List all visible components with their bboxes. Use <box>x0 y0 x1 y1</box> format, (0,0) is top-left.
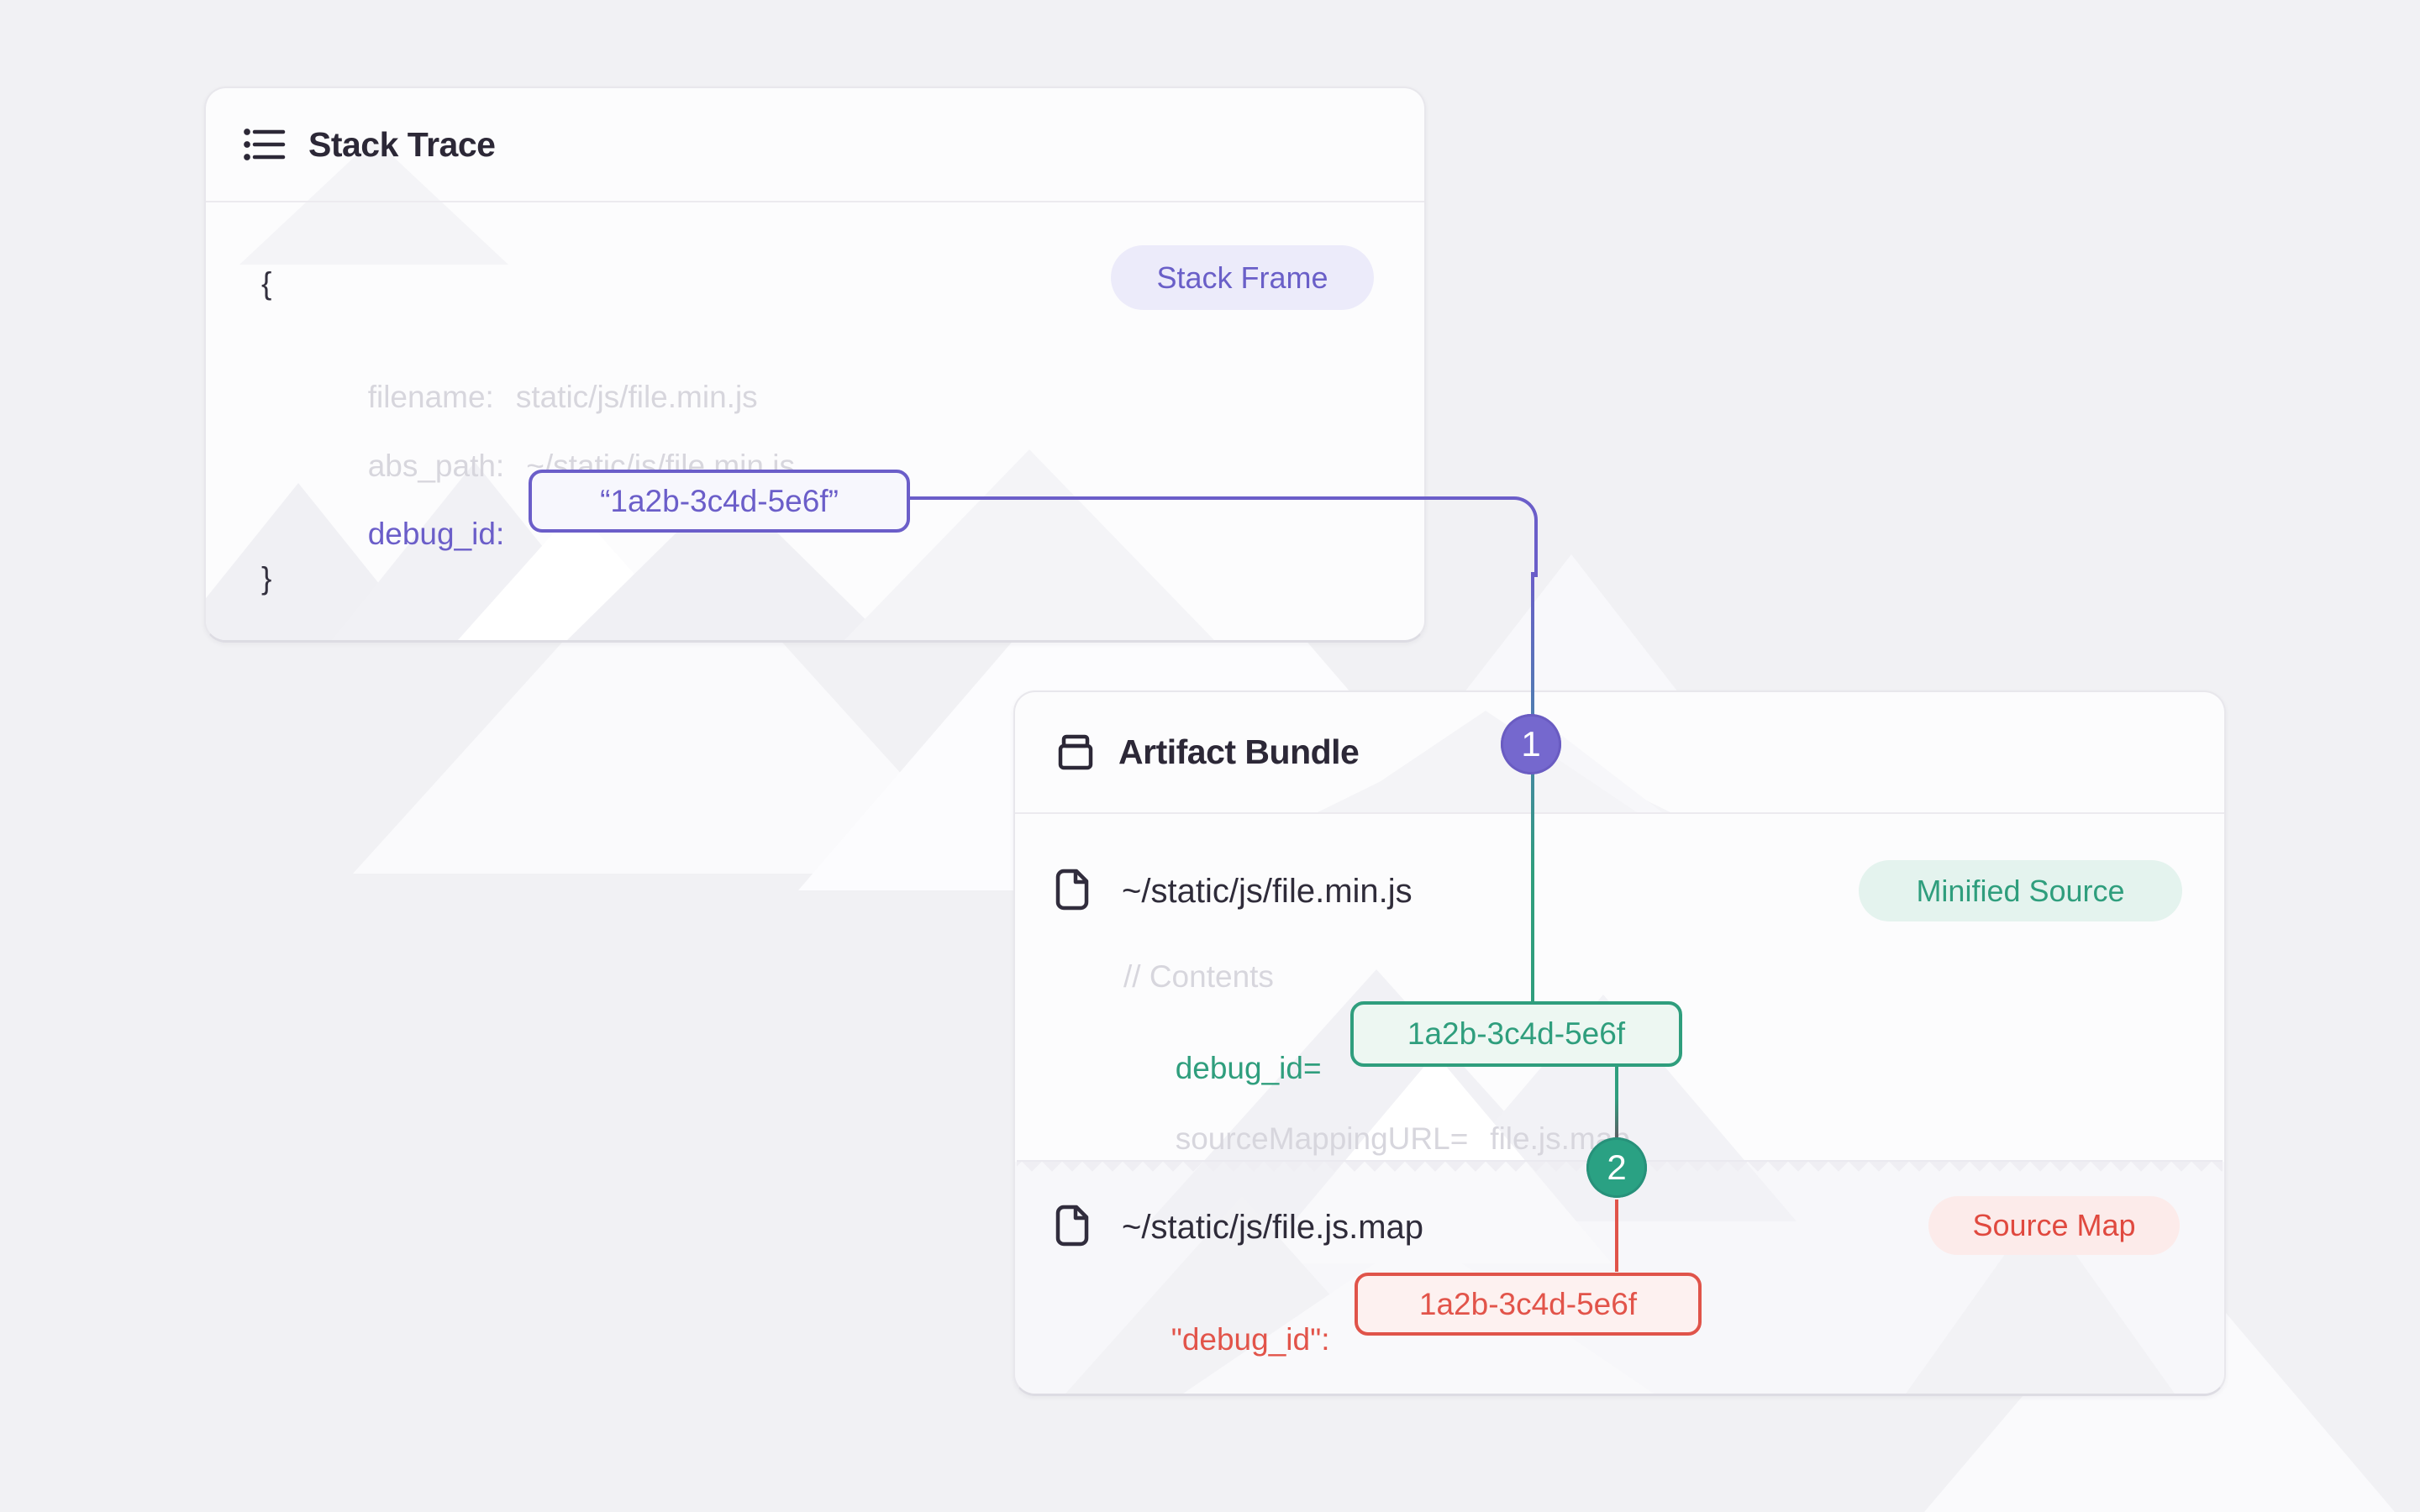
archive-icon <box>1056 732 1095 773</box>
stack-frame-badge: Stack Frame <box>1111 245 1374 310</box>
code-key: debug_id= <box>1175 1051 1322 1085</box>
contents-comment: // Contents <box>1123 959 1274 994</box>
code-line-filename: filename: static/js/file.min.js <box>316 347 758 448</box>
artifact-bundle-header: Artifact Bundle <box>1015 692 2224 814</box>
list-icon <box>243 124 287 165</box>
minified-file-path: ~/static/js/file.min.js <box>1122 873 1413 910</box>
stack-trace-card: Stack Trace Stack Frame { filename: stati… <box>204 87 1426 643</box>
minified-source-badge: Minified Source <box>1859 860 2182 921</box>
step-2-number: 2 <box>1607 1147 1627 1187</box>
step-1-circle: 1 <box>1501 714 1561 774</box>
debug-id-value: “1a2b-3c4d-5e6f” <box>600 483 839 518</box>
step-1-number: 1 <box>1521 724 1541 764</box>
source-map-badge-label: Source Map <box>1972 1208 2136 1242</box>
file-icon <box>1054 868 1091 911</box>
code-value: static/js/file.min.js <box>515 380 758 414</box>
code-key: filename: <box>367 380 494 414</box>
source-map-badge: Source Map <box>1928 1196 2180 1255</box>
code-key: debug_id: <box>367 517 505 551</box>
code-key: abs_path: <box>367 449 505 483</box>
source-map-file-path: ~/static/js/file.js.map <box>1122 1209 1424 1246</box>
stack-trace-title: Stack Trace <box>308 124 496 164</box>
bundle-debug-id-value: 1a2b-3c4d-5e6f <box>1407 1016 1626 1051</box>
stack-trace-header: Stack Trace <box>206 88 1424 202</box>
debug-id-value-box: “1a2b-3c4d-5e6f” <box>529 470 910 533</box>
code-line-debug-id: debug_id: <box>316 484 505 585</box>
code-key: "debug_id": <box>1171 1322 1330 1357</box>
artifact-bundle-title: Artifact Bundle <box>1118 732 1360 771</box>
code-key: sourceMappingURL= <box>1175 1121 1469 1156</box>
map-debug-id-value-box: 1a2b-3c4d-5e6f <box>1355 1273 1702 1336</box>
step-2-circle: 2 <box>1586 1137 1647 1198</box>
source-mapping-url-line: sourceMappingURL=file.js.map <box>1123 1089 1630 1189</box>
bundle-debug-id-value-box: 1a2b-3c4d-5e6f <box>1350 1001 1682 1067</box>
code-close-brace: } <box>261 561 272 596</box>
stack-frame-badge-label: Stack Frame <box>1156 260 1328 295</box>
artifact-bundle-card: Artifact Bundle ~/static/js/file.min.js … <box>1013 690 2226 1396</box>
code-open-brace: { <box>261 266 272 301</box>
minified-source-badge-label: Minified Source <box>1916 873 2125 908</box>
map-debug-id-key: "debug_id": <box>1119 1289 1330 1390</box>
map-debug-id-value: 1a2b-3c4d-5e6f <box>1418 1286 1638 1321</box>
file-icon <box>1054 1204 1091 1247</box>
